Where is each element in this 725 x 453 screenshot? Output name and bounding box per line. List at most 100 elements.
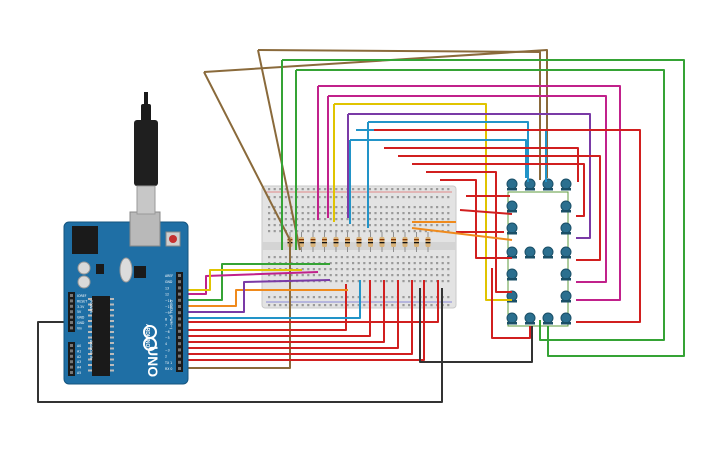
breadboard-hole [290, 274, 293, 277]
resistor-band [368, 242, 373, 244]
header-pin[interactable] [70, 354, 73, 358]
led-icon[interactable] [542, 246, 554, 258]
breadboard-hole [279, 296, 282, 299]
led-icon[interactable] [506, 222, 518, 234]
breadboard-hole [441, 218, 444, 221]
header-pin[interactable] [70, 304, 73, 308]
led-base [507, 210, 517, 213]
breadboard-hole [447, 296, 450, 299]
board-digital-label: DIGITAL (PWM~) [169, 300, 173, 330]
header-pin[interactable] [70, 321, 73, 324]
wire-red-9 [459, 209, 513, 215]
header-pin[interactable] [178, 298, 181, 302]
header-pin[interactable] [70, 360, 73, 364]
header-pin[interactable] [70, 299, 73, 303]
header-pin[interactable] [178, 286, 181, 290]
header-pin[interactable] [178, 317, 181, 321]
led-icon[interactable] [506, 268, 518, 280]
header-pin[interactable] [178, 336, 181, 339]
breadboard-hole [430, 268, 433, 271]
header-pin[interactable] [178, 367, 181, 370]
breadboard-hole [391, 196, 394, 199]
led-icon[interactable] [524, 178, 536, 190]
led-icon[interactable] [506, 200, 518, 212]
usb-cable-icon[interactable] [134, 92, 158, 215]
header-pin[interactable] [178, 305, 181, 308]
led-icon[interactable] [542, 178, 554, 190]
breadboard-hole [357, 262, 360, 265]
breadboard-hole [273, 188, 276, 191]
led-icon[interactable] [506, 246, 518, 258]
header-pin[interactable] [70, 349, 73, 353]
breadboard-hole [284, 256, 287, 259]
resistor-band [333, 239, 339, 241]
pin-label-analog: A1 [77, 349, 81, 353]
breadboard-hole [312, 256, 315, 259]
breadboard-hole [340, 274, 343, 277]
breadboard-hole [391, 268, 394, 271]
breadboard-hole [374, 218, 377, 221]
led-icon[interactable] [524, 312, 536, 324]
header-pin[interactable] [178, 329, 181, 333]
header-pin[interactable] [70, 315, 73, 319]
resistor-band [368, 239, 373, 241]
header-pin[interactable] [178, 348, 181, 352]
breadboard-hole [352, 262, 355, 265]
led-matrix[interactable] [506, 178, 572, 327]
header-pin[interactable] [178, 274, 181, 277]
header-pin[interactable] [178, 311, 181, 315]
arduino-uno-board[interactable]: ARDUINO UNO POWER ANALOG IN DIGITAL (PWM… [63, 211, 189, 385]
breadboard-hole [368, 224, 371, 227]
led-icon[interactable] [560, 200, 572, 212]
led-icon[interactable] [560, 246, 572, 258]
breadboard-hole [352, 196, 355, 199]
led-icon[interactable] [542, 312, 554, 324]
breadboard-hole [413, 274, 416, 277]
header-pin[interactable] [178, 354, 181, 358]
header-pin[interactable] [178, 360, 181, 364]
header-pin[interactable] [70, 365, 73, 369]
led-icon[interactable] [506, 178, 518, 190]
breadboard-hole [335, 230, 338, 233]
breadboard-hole [385, 296, 388, 299]
header-pin[interactable] [70, 371, 73, 374]
breadboard-hole [396, 268, 399, 271]
breadboard-hole [357, 268, 360, 271]
resistor-band [391, 239, 396, 241]
header-pin[interactable] [178, 342, 181, 346]
breadboard-hole [279, 304, 282, 307]
header-pin[interactable] [178, 323, 181, 327]
led-icon[interactable] [560, 290, 572, 302]
wire-red-10 [491, 268, 531, 339]
led-icon[interactable] [560, 268, 572, 280]
header-pin[interactable] [178, 292, 181, 296]
header-pin[interactable] [70, 294, 73, 297]
breadboard-hole [340, 304, 343, 307]
breadboard-hole [408, 218, 411, 221]
header-pin[interactable] [70, 310, 73, 314]
header-pin[interactable] [70, 326, 73, 330]
breadboard-hole [413, 230, 416, 233]
led-icon[interactable] [560, 312, 572, 324]
header-pin[interactable] [70, 344, 73, 347]
led-icon[interactable] [524, 246, 536, 258]
breadboard-hole [335, 218, 338, 221]
chip-pin [110, 353, 114, 355]
pin-label-digital: RX 0 [165, 367, 172, 371]
breadboard-hole [335, 304, 338, 307]
breadboard-hole [436, 212, 439, 215]
pin-label-power: 5V [77, 310, 82, 314]
led-icon[interactable] [506, 312, 518, 324]
breadboard-hole [340, 230, 343, 233]
breadboard-hole [324, 274, 327, 277]
breadboard-hole [346, 296, 349, 299]
header-pin[interactable] [178, 280, 181, 284]
led-icon[interactable] [560, 222, 572, 234]
reset-button-icon[interactable] [165, 231, 181, 247]
led-icon[interactable] [560, 178, 572, 190]
breadboard-hole [436, 262, 439, 265]
pin-label-digital: 12 [165, 293, 169, 297]
breadboard-hole [340, 280, 343, 283]
breadboard-hole [408, 274, 411, 277]
